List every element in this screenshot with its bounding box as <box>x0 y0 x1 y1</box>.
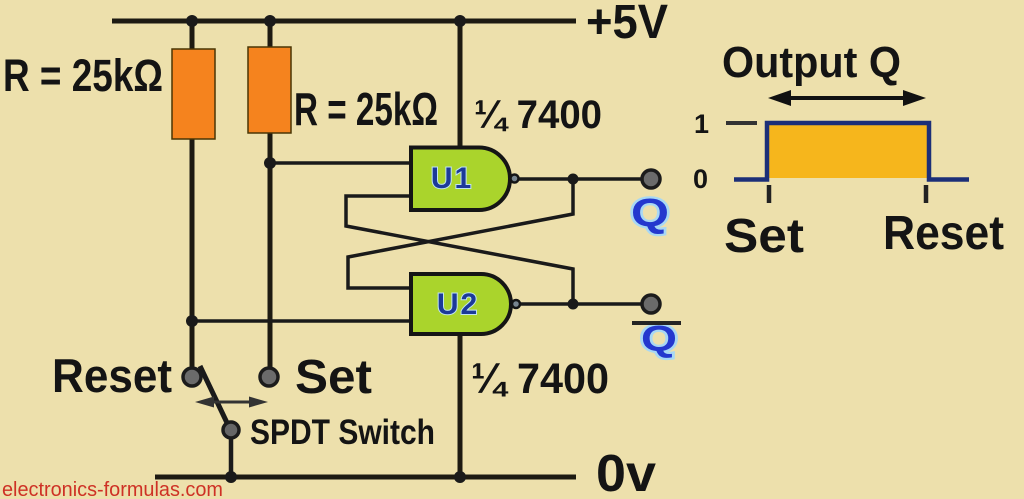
svg-text:Q: Q <box>631 191 669 235</box>
svg-text:R = 25kΩ: R = 25kΩ <box>3 50 163 101</box>
svg-text:Reset: Reset <box>883 207 1004 260</box>
svg-text:U1: U1 <box>431 162 473 195</box>
svg-text:SPDT Switch: SPDT Switch <box>250 413 435 452</box>
svg-text:¼ 7400: ¼ 7400 <box>471 355 609 403</box>
svg-text:electronics-formulas.com: electronics-formulas.com <box>2 479 223 499</box>
svg-text:0: 0 <box>693 164 708 194</box>
svg-text:Set: Set <box>295 351 372 404</box>
svg-text:0v: 0v <box>596 445 656 499</box>
svg-text:+5V: +5V <box>586 0 668 49</box>
svg-text:Set: Set <box>724 210 804 263</box>
svg-text:U2: U2 <box>437 288 479 321</box>
svg-text:R = 25kΩ: R = 25kΩ <box>294 83 438 135</box>
svg-text:Output Q: Output Q <box>722 38 901 87</box>
svg-text:1: 1 <box>694 109 709 139</box>
svg-text:Reset: Reset <box>52 349 172 402</box>
svg-text:¼ 7400: ¼ 7400 <box>474 93 602 137</box>
